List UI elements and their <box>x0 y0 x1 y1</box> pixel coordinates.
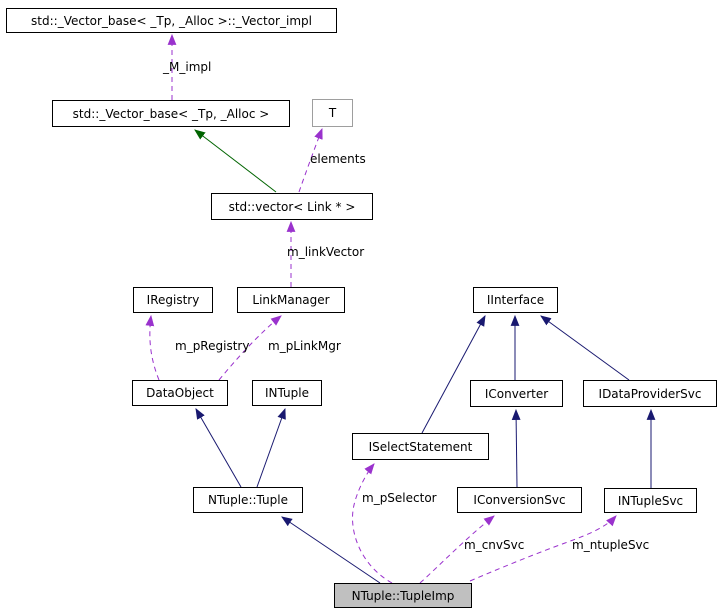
node-ntuple-tuple[interactable]: NTuple::Tuple <box>193 487 303 513</box>
edge-label-m-impl: _M_impl <box>163 60 212 74</box>
edge-m-pselector <box>352 463 393 584</box>
node-dataobject[interactable]: DataObject <box>132 380 228 406</box>
node-vector-base[interactable]: std::_Vector_base< _Tp, _Alloc > <box>52 100 290 127</box>
edge-label-m-cnvsvc: m_cnvSvc <box>464 538 525 552</box>
edge-label-m-plinkmgr: m_pLinkMgr <box>268 339 341 353</box>
edge-m-ntuplesvc <box>469 515 617 582</box>
edge-tupleimp-to-tuple <box>281 516 381 584</box>
node-intuple[interactable]: INTuple <box>252 380 322 406</box>
node-template-t: T <box>312 99 353 127</box>
edge-label-m-pregistry: m_pRegistry <box>175 339 250 353</box>
edge-tuple-to-intuple <box>256 407 286 488</box>
node-ntuple-tupleimp-focal: NTuple::TupleImp <box>334 583 472 608</box>
node-intuplesvc[interactable]: INTupleSvc <box>604 488 697 513</box>
edge-label-m-ntuplesvc: m_ntupleSvc <box>572 538 650 552</box>
edge-m-pregistry <box>145 314 160 381</box>
node-iconverter[interactable]: IConverter <box>470 380 563 407</box>
edge-m-cnvsvc <box>419 515 495 584</box>
edge-iconversionsvc-to-iconverter <box>511 408 521 488</box>
node-iregistry[interactable]: IRegistry <box>133 287 213 313</box>
edge-label-m-pselector: m_pSelector <box>362 491 437 505</box>
node-iconversionsvc[interactable]: IConversionSvc <box>457 487 582 513</box>
edge-tuple-to-dataobject <box>195 408 242 488</box>
node-iselectstatement[interactable]: ISelectStatement <box>352 433 489 460</box>
edge-label-m-linkvector: m_linkVector <box>287 245 365 259</box>
edge-iselectstatement-to-iinterface <box>421 315 486 434</box>
edge-idataprovidersvc-to-iinterface <box>540 315 630 381</box>
edge-vector-to-vectorbase <box>194 129 277 193</box>
node-linkmanager[interactable]: LinkManager <box>237 287 345 313</box>
node-vector-link[interactable]: std::vector< Link * > <box>211 193 373 220</box>
edge-m-plinkmgr <box>218 315 282 381</box>
node-iinterface[interactable]: IInterface <box>473 287 558 313</box>
node-vector-impl[interactable]: std::_Vector_base< _Tp, _Alloc >::_Vecto… <box>6 8 337 33</box>
edge-label-elements: elements <box>310 152 366 166</box>
node-idataprovidersvc[interactable]: IDataProviderSvc <box>583 380 717 407</box>
